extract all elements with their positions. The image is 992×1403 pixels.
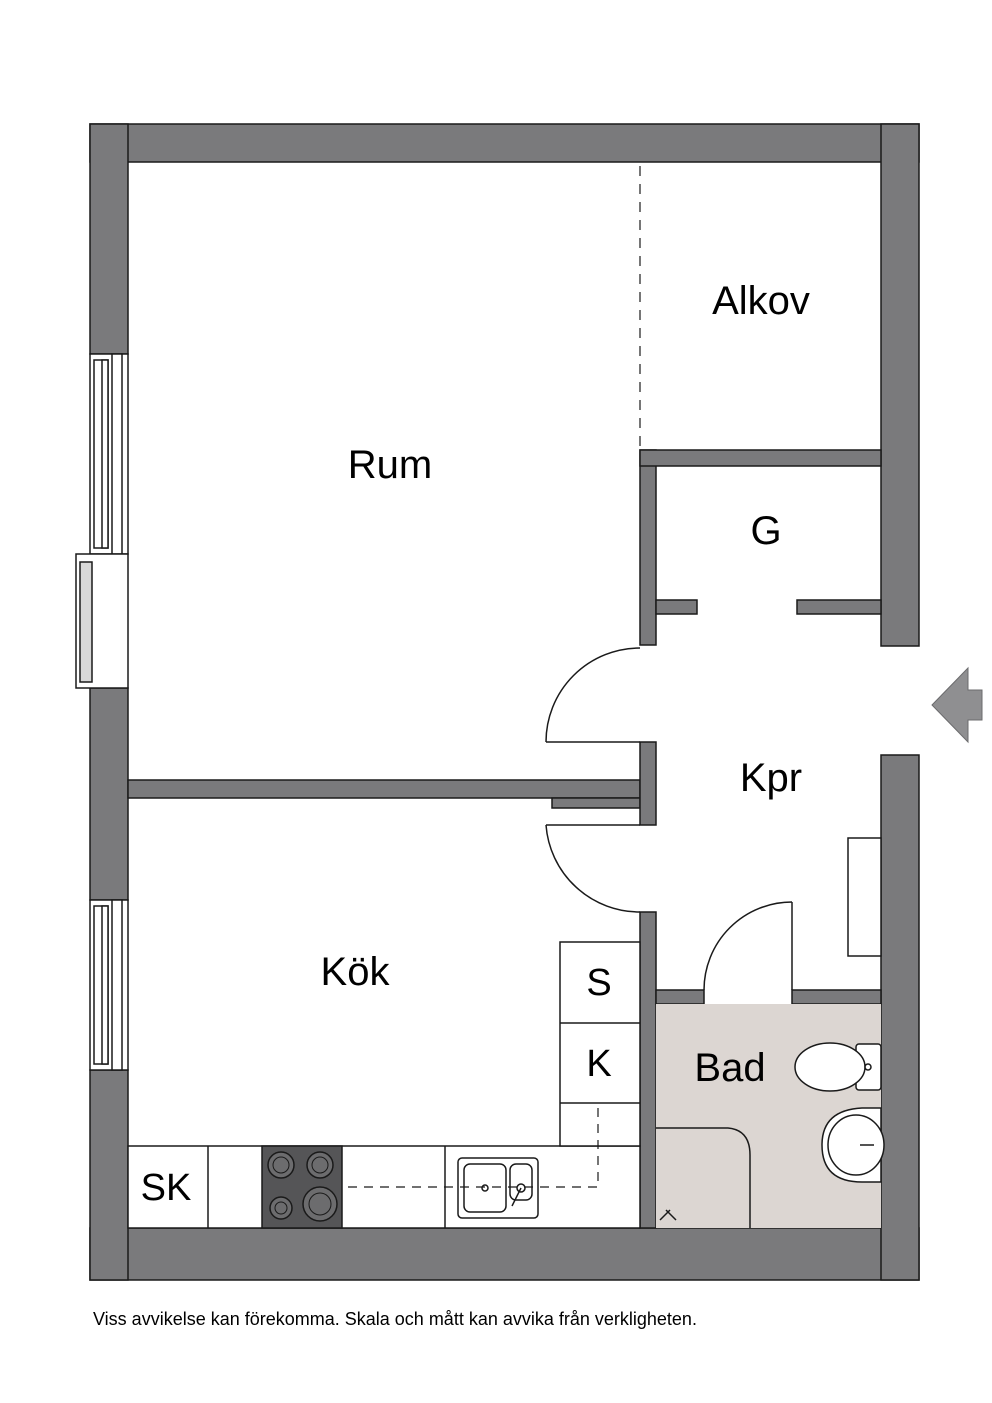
balcony-door — [75, 553, 129, 689]
unit-label-s: S — [586, 962, 611, 1004]
stove-icon — [261, 1145, 343, 1229]
hallway-shelf — [847, 837, 882, 957]
room-label-alkov: Alkov — [712, 279, 810, 323]
room-label-kok: Kök — [321, 950, 391, 994]
washbasin-icon — [821, 1107, 885, 1183]
door-swings — [545, 647, 793, 1228]
window-lower — [89, 899, 129, 1071]
unit-label-sk: SK — [141, 1167, 192, 1209]
room-label-bad: Bad — [694, 1046, 765, 1090]
unit-label-k: K — [586, 1043, 611, 1085]
toilet-icon — [794, 1042, 882, 1092]
window-upper — [89, 353, 129, 555]
room-label-g: G — [750, 509, 781, 553]
utility-line — [348, 1103, 599, 1188]
room-label-kpr: Kpr — [740, 756, 802, 800]
room-label-rum: Rum — [348, 443, 432, 487]
disclaimer-text: Viss avvikelse kan förekomma. Skala och … — [93, 1309, 697, 1329]
walls — [89, 123, 920, 1281]
sink-icon — [457, 1157, 539, 1219]
